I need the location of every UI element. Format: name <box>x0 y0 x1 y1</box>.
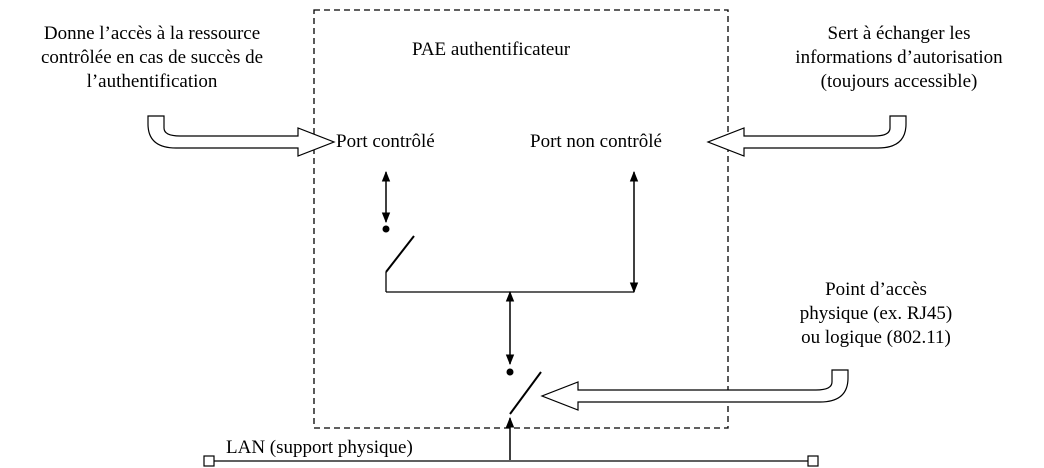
access-point-line-3: ou logique (802.11) <box>801 327 951 348</box>
left-note-callout-arrow <box>147 115 336 157</box>
lan-endpoint-right <box>807 455 819 467</box>
access-point-line-2: physique (ex. RJ45) <box>799 303 953 324</box>
access-point-note: Point d’accès physique (ex. RJ45) ou log… <box>772 278 980 350</box>
controlled-switch-blade <box>385 235 415 273</box>
left-note-line-2: contrôlée en cas de succès de <box>40 47 264 68</box>
right-note: Sert à échanger les informations d’autor… <box>764 22 1034 94</box>
access-point-line-1: Point d’accès <box>825 279 927 300</box>
lan-endpoint-left <box>203 455 215 467</box>
box-title: PAE authentificateur <box>412 39 571 60</box>
left-note-line-1: Donne l’accès à la ressource <box>43 23 261 44</box>
access-switch-contact <box>506 368 514 376</box>
controlled-switch-contact <box>382 225 390 233</box>
access-switch-blade <box>509 371 542 415</box>
controlled-port-label: Port contrôlé <box>336 131 435 152</box>
authenticator-box <box>313 9 729 429</box>
right-note-callout-arrow <box>706 115 907 157</box>
right-note-line-2: informations d’autorisation <box>795 47 1003 68</box>
left-note-line-3: l’authentification <box>86 71 218 92</box>
access-note-callout-arrow <box>540 369 849 411</box>
right-note-line-1: Sert à échanger les <box>827 23 971 44</box>
uncontrolled-port-label: Port non contrôlé <box>530 131 662 152</box>
right-note-line-3: (toujours accessible) <box>820 71 978 92</box>
left-note: Donne l’accès à la ressource contrôlée e… <box>4 22 300 94</box>
lan-label: LAN (support physique) <box>226 437 413 458</box>
